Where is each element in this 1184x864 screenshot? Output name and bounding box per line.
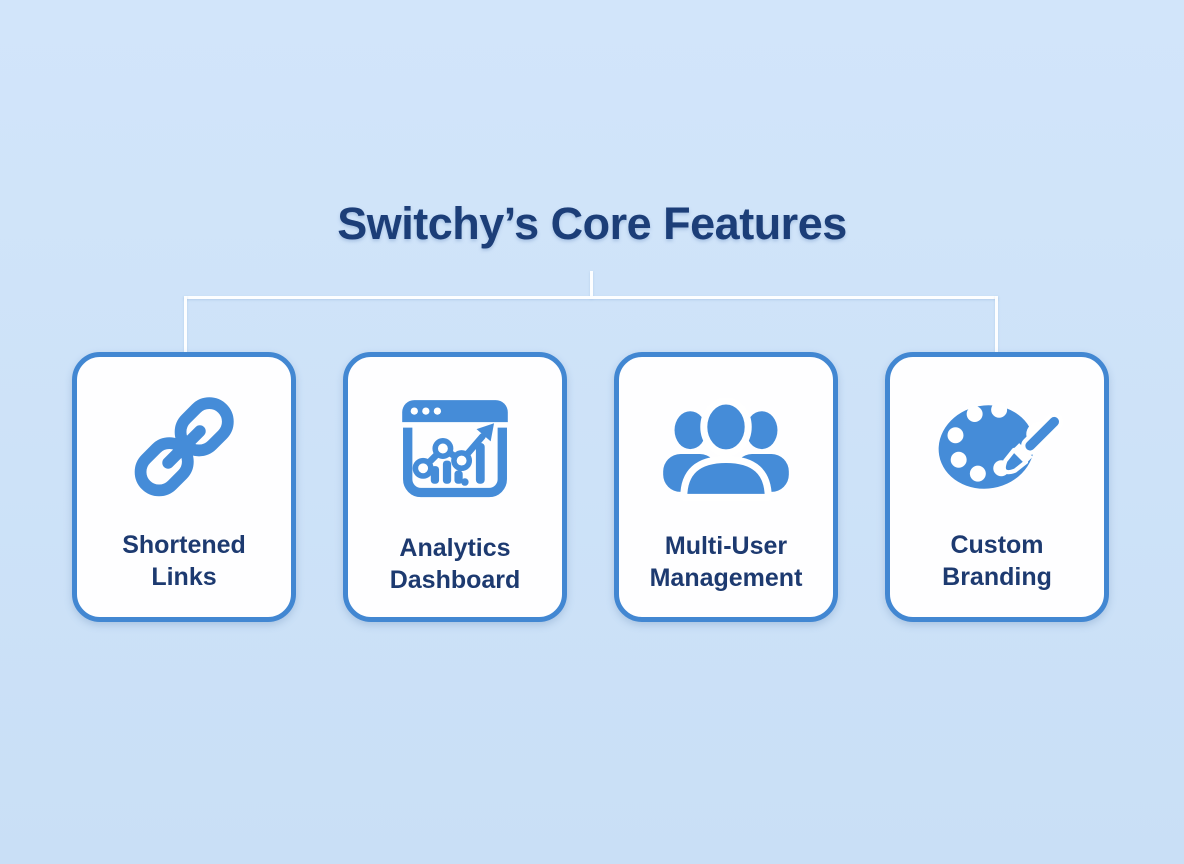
feature-card-custom-branding: Custom Branding [885, 352, 1109, 622]
page-title: Switchy’s Core Features [337, 198, 847, 249]
feature-card-shortened-links: Shortened Links [72, 352, 296, 622]
feature-cards-row: Shortened Links [72, 352, 1109, 622]
chain-link-icon [128, 391, 240, 503]
palette-brush-icon [931, 391, 1063, 503]
connector-right-drop [995, 296, 998, 353]
card-label-multi-user-management: Multi-User Management [649, 532, 803, 592]
multi-user-icon [661, 391, 791, 504]
feature-card-multi-user-management: Multi-User Management [614, 352, 838, 622]
card-label-analytics-dashboard: Analytics Dashboard [389, 534, 521, 594]
connector-title-stub [590, 271, 593, 298]
connector-left-drop [184, 296, 187, 353]
card-label-custom-branding: Custom Branding [942, 531, 1052, 591]
card-label-shortened-links: Shortened Links [122, 531, 246, 591]
analytics-window-icon [389, 391, 521, 506]
feature-card-analytics-dashboard: Analytics Dashboard [343, 352, 567, 622]
connector-horizontal-line [184, 296, 998, 299]
